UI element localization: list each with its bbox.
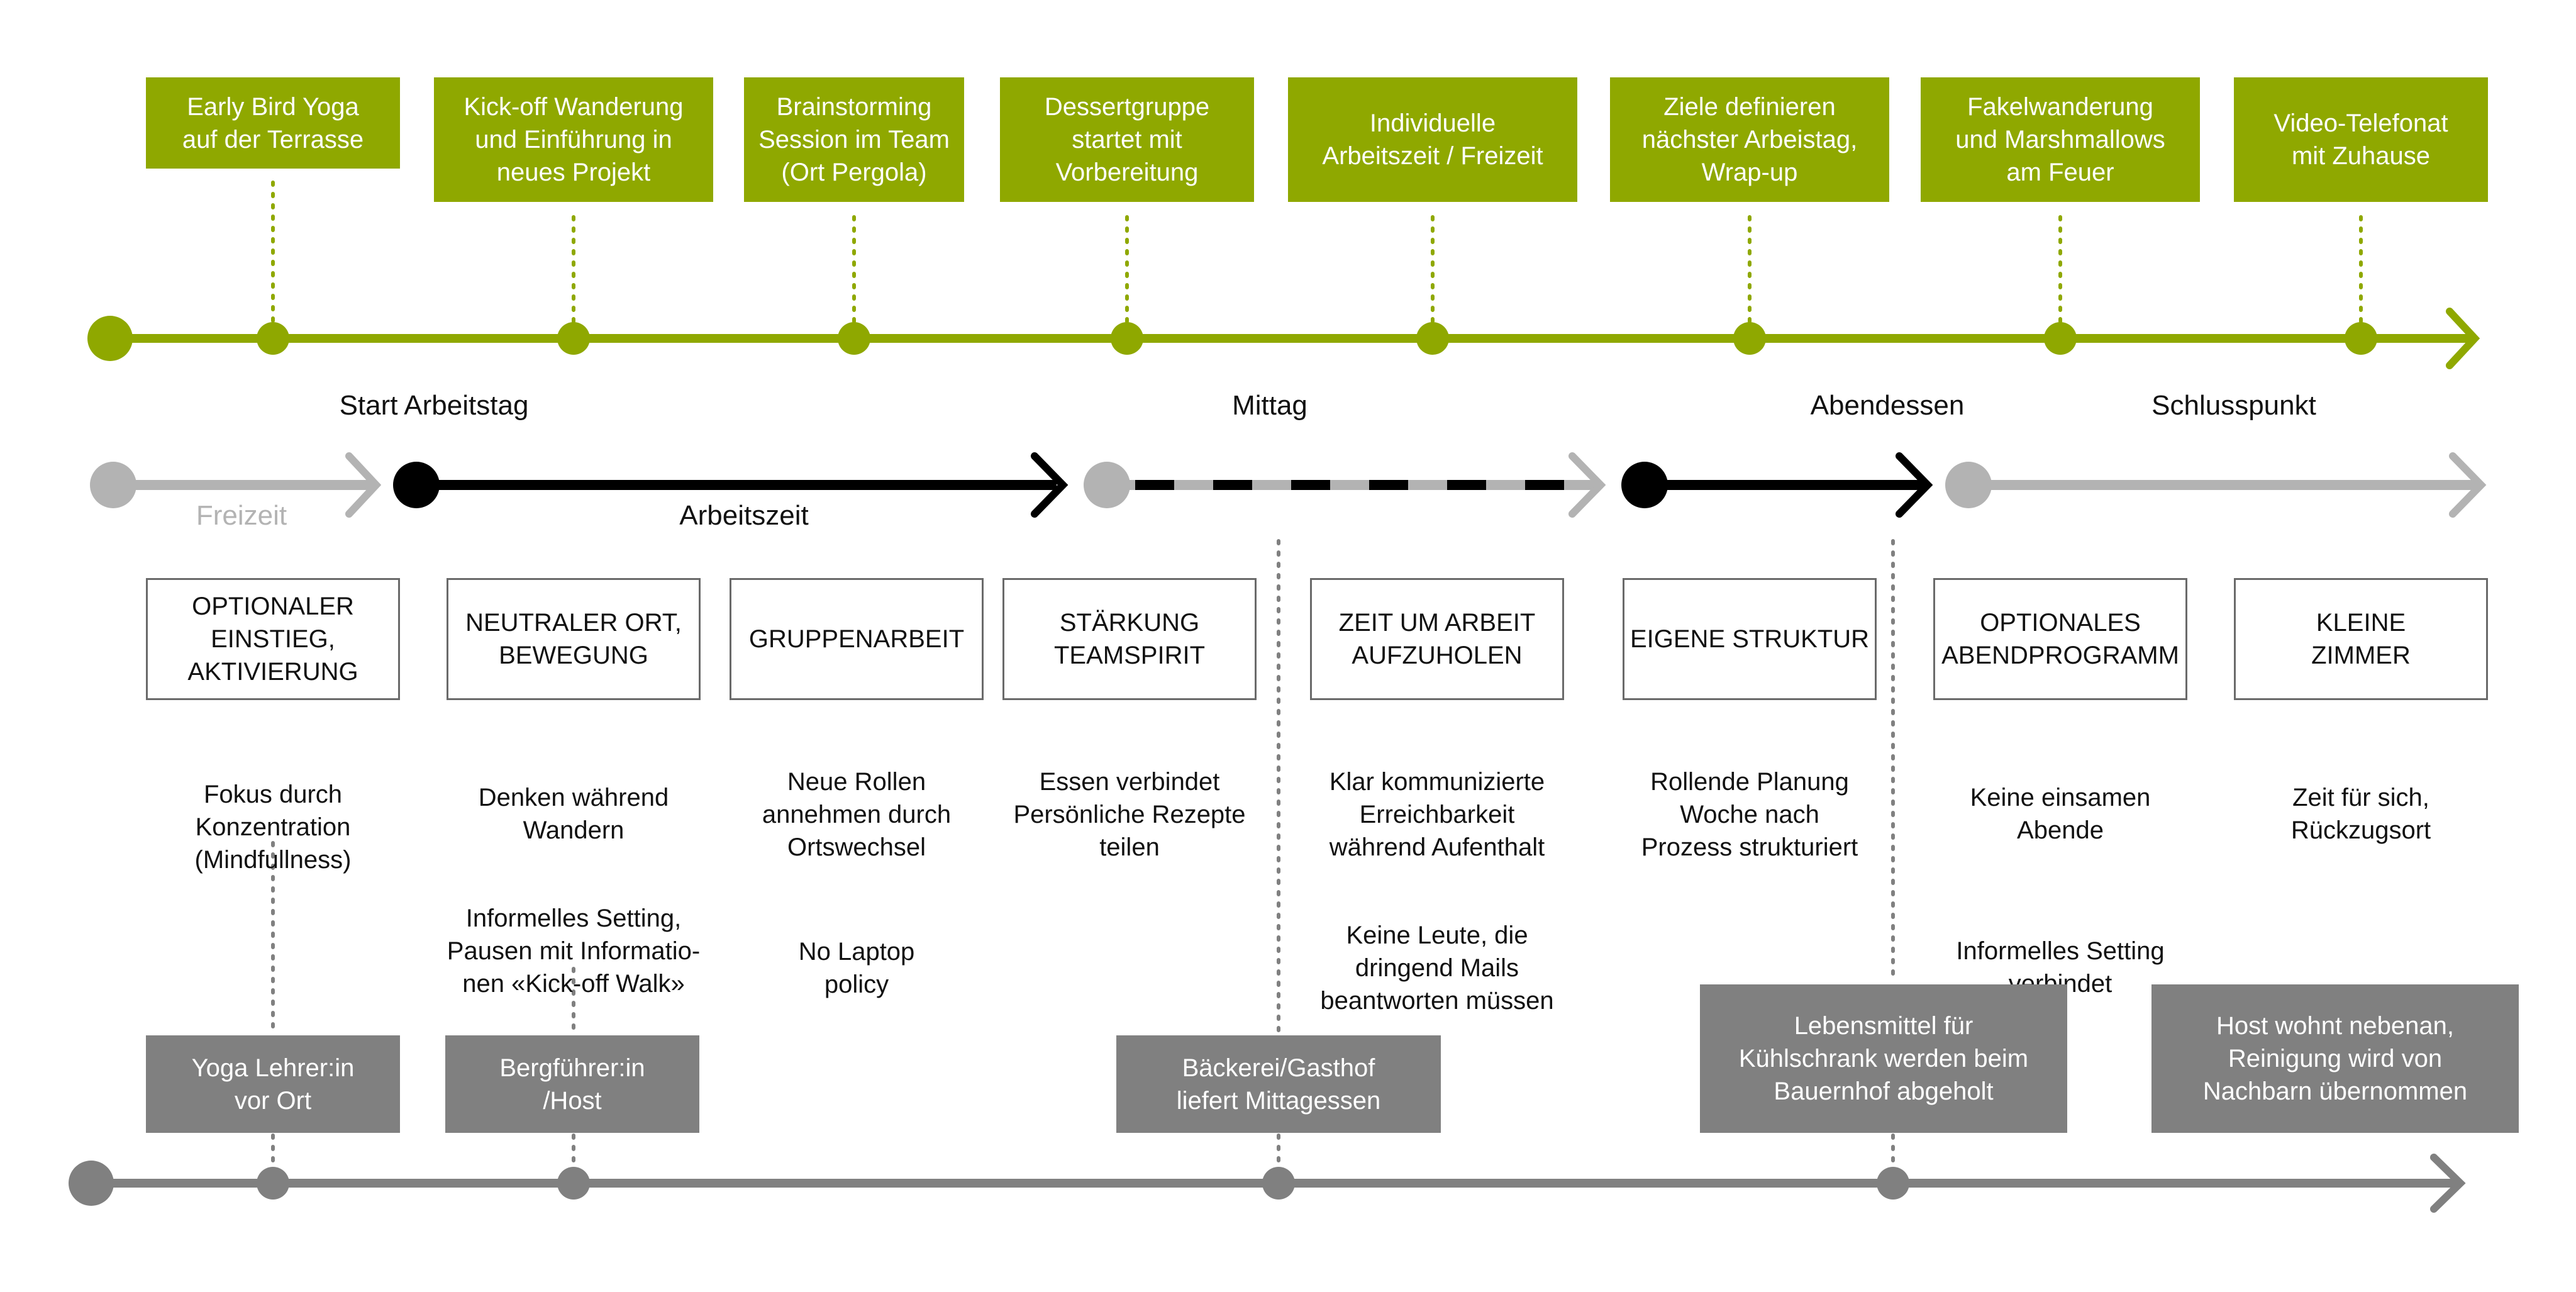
principle-notes: Rollende Planung Woche nach Prozess stru… bbox=[1611, 733, 1888, 919]
service-box: Host wohnt nebenan, Reinigung wird von N… bbox=[2151, 984, 2519, 1133]
phase-final-dot bbox=[1945, 462, 1992, 508]
principle-note: Neue Rollen annehmen durch Ortswechsel bbox=[762, 768, 952, 861]
principle-notes: Zeit für sich, Rückzugsort bbox=[2223, 749, 2499, 902]
principle-box: NEUTRALER ORT, BEWEGUNG bbox=[447, 578, 701, 700]
activity-box: Kick-off Wanderung und Einführung in neu… bbox=[434, 77, 713, 202]
phase-freizeit-arrowhead bbox=[345, 452, 382, 518]
activity-node bbox=[2044, 322, 2077, 355]
milestone-label: Abendessen bbox=[1810, 390, 1965, 421]
activity-timeline-start-dot bbox=[87, 316, 133, 361]
principle-box: KLEINE ZIMMER bbox=[2234, 578, 2488, 700]
phase-label-arbeitszeit: Arbeitszeit bbox=[679, 500, 809, 531]
activity-node bbox=[2345, 322, 2377, 355]
activity-box: Fakelwanderung und Marshmallows am Feuer bbox=[1921, 77, 2200, 202]
principle-note: No Laptop policy bbox=[798, 938, 915, 998]
principle-box: STÄRKUNG TEAMSPIRIT bbox=[1002, 578, 1257, 700]
phase-evening-work-dot bbox=[1621, 462, 1668, 508]
principle-box: ZEIT UM ARBEIT AUFZUHOLEN bbox=[1310, 578, 1564, 700]
activity-timeline-arrowhead bbox=[2446, 308, 2480, 369]
principle-notes: Keine einsamen Abende Informelles Settin… bbox=[1922, 749, 2199, 1055]
phase-freizeit-dot bbox=[90, 462, 136, 508]
service-box: Bäckerei/Gasthof liefert Mittagessen bbox=[1116, 1035, 1441, 1133]
phase-arbeitszeit-dot bbox=[393, 462, 440, 508]
activity-box: Early Bird Yoga auf der Terrasse bbox=[146, 77, 400, 169]
principle-note: Informelles Setting verbindet bbox=[1956, 937, 2165, 998]
activity-node bbox=[1111, 322, 1143, 355]
activity-node bbox=[557, 322, 590, 355]
milestone-label: Schlusspunkt bbox=[2151, 390, 2316, 421]
principle-notes: Klar kommunizierte Erreichbarkeit währen… bbox=[1286, 733, 1588, 1072]
phase-timeline bbox=[90, 452, 2487, 518]
phase-mittag-arrowhead bbox=[1568, 452, 1606, 518]
phase-final-arrowhead bbox=[2449, 452, 2487, 518]
activity-node bbox=[257, 322, 289, 355]
activity-timeline bbox=[87, 181, 2480, 369]
activity-node bbox=[1416, 322, 1449, 355]
activity-box: Ziele definieren nächster Arbeistag, Wra… bbox=[1610, 77, 1889, 202]
principle-note: Keine Leute, die dringend Mails beantwor… bbox=[1320, 922, 1554, 1015]
activity-box: Individuelle Arbeitszeit / Freizeit bbox=[1288, 77, 1577, 202]
activity-node bbox=[1733, 322, 1766, 355]
principle-notes: Fokus durch Konzentration (Mindfullness) bbox=[135, 745, 411, 932]
service-timeline-start-dot bbox=[69, 1161, 114, 1206]
service-box: Lebensmittel für Kühlschrank werden beim… bbox=[1700, 984, 2067, 1133]
principle-box: GRUPPENARBEIT bbox=[730, 578, 984, 700]
service-timeline bbox=[69, 539, 2466, 1213]
principle-notes: Essen verbindet Persönliche Rezepte teil… bbox=[979, 733, 1280, 919]
principle-notes: Denken während Wandern Informelles Setti… bbox=[435, 749, 712, 1055]
phase-mittag-dot bbox=[1084, 462, 1130, 508]
principle-note: Keine einsamen Abende bbox=[1970, 784, 2151, 844]
phase-arbeitszeit-arrowhead bbox=[1031, 452, 1069, 518]
milestone-label: Start Arbeitstag bbox=[339, 390, 529, 421]
principle-note: Klar kommunizierte Erreichbarkeit währen… bbox=[1329, 768, 1545, 861]
principle-note: Informelles Setting, Pausen mit Informat… bbox=[447, 905, 701, 998]
principle-note: Zeit für sich, Rückzugsort bbox=[2290, 784, 2431, 844]
activity-box: Brainstorming Session im Team (Ort Pergo… bbox=[744, 77, 964, 202]
principle-note: Rollende Planung Woche nach Prozess stru… bbox=[1641, 768, 1858, 861]
phase-evening-work-arrowhead bbox=[1896, 452, 1933, 518]
principle-note: Denken während Wandern bbox=[478, 784, 669, 844]
principle-note: Essen verbindet Persönliche Rezepte teil… bbox=[1013, 768, 1246, 861]
principle-notes: Neue Rollen annehmen durch Ortswechsel N… bbox=[718, 733, 995, 1056]
service-box: Bergführer:in /Host bbox=[445, 1035, 699, 1133]
principle-note: Fokus durch Konzentration (Mindfullness) bbox=[194, 781, 352, 874]
principle-box: EIGENE STRUKTUR bbox=[1623, 578, 1877, 700]
activity-node bbox=[838, 322, 870, 355]
service-timeline-arrowhead bbox=[2430, 1154, 2466, 1213]
service-box: Yoga Lehrer:in vor Ort bbox=[146, 1035, 400, 1133]
milestone-label: Mittag bbox=[1232, 390, 1307, 421]
activity-box: Dessertgruppe startet mit Vorbereitung bbox=[1000, 77, 1254, 202]
principle-box: OPTIONALES ABENDPROGRAMM bbox=[1933, 578, 2187, 700]
phase-label-freizeit: Freizeit bbox=[196, 500, 287, 531]
activity-box: Video-Telefonat mit Zuhause bbox=[2234, 77, 2488, 202]
principle-box: OPTIONALER EINSTIEG, AKTIVIERUNG bbox=[146, 578, 400, 700]
